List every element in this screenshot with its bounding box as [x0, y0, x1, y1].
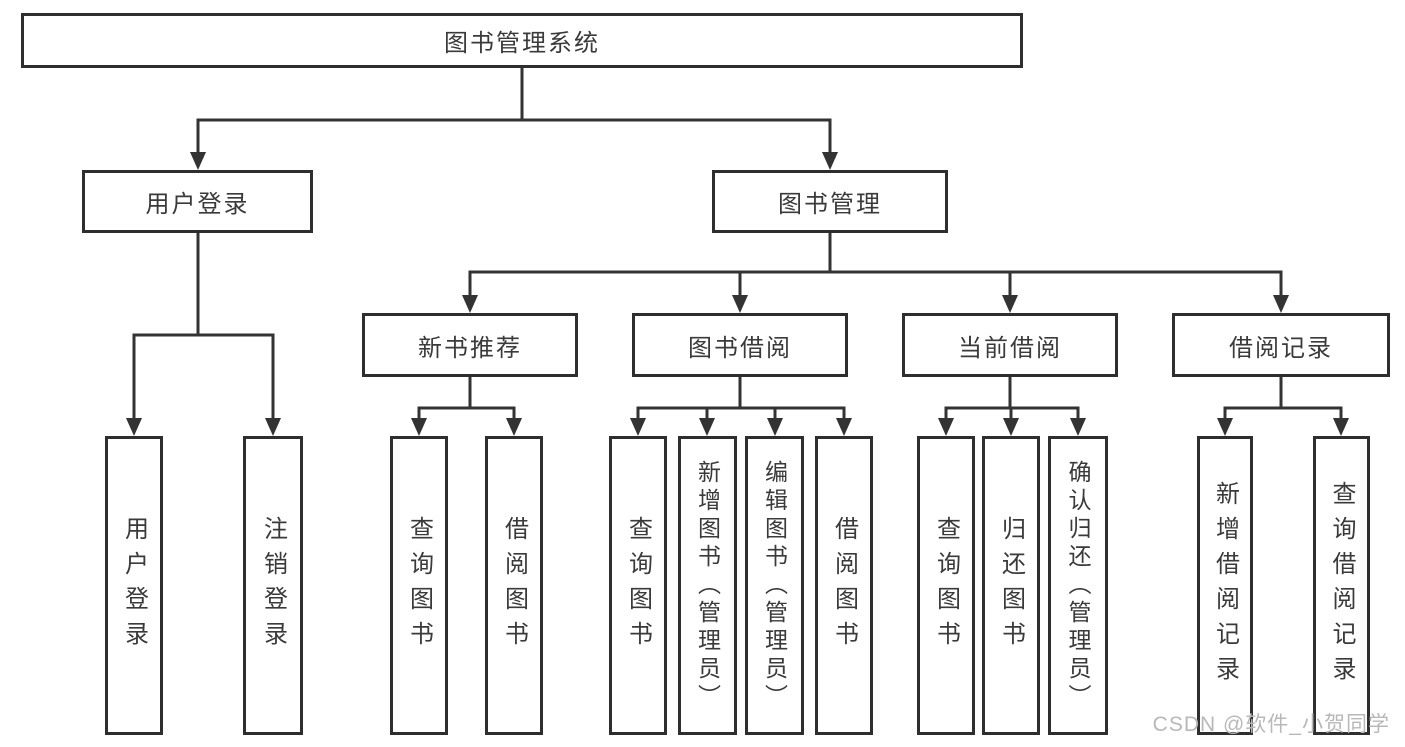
leaf-query-borrow-record: 查询借阅记录: [1313, 436, 1370, 735]
leaf-query-book-current: 查询图书: [917, 436, 975, 735]
leaf-user-login-label: 用户登录: [120, 515, 148, 656]
node-book-management-label: 图书管理: [778, 191, 882, 218]
leaf-query-book-recommend: 查询图书: [390, 436, 448, 735]
node-borrowing-records: 借阅记录: [1172, 313, 1390, 377]
leaf-add-book-admin: 新增图书（管理员）: [678, 436, 737, 735]
node-current-borrowing: 当前借阅: [902, 313, 1118, 377]
leaf-query-borrow-record-label: 查询借阅记录: [1328, 480, 1355, 691]
leaf-borrow-book-recommend: 借阅图书: [485, 436, 543, 735]
leaf-borrow-book-label: 借阅图书: [830, 515, 858, 656]
leaf-logout-label: 注销登录: [259, 515, 287, 656]
node-root: 图书管理系统: [21, 13, 1023, 68]
leaf-logout: 注销登录: [243, 436, 303, 735]
leaf-borrow-book: 借阅图书: [815, 436, 873, 735]
connector-lines: [132, 66, 1343, 424]
leaf-borrow-book-recommend-label: 借阅图书: [500, 515, 528, 656]
leaf-return-book: 归还图书: [982, 436, 1040, 735]
node-user-login: 用户登录: [82, 170, 313, 233]
node-root-label: 图书管理系统: [444, 30, 600, 57]
leaf-return-book-label: 归还图书: [997, 515, 1025, 656]
node-book-borrowing: 图书借阅: [632, 313, 848, 377]
arrowheads: [126, 152, 1349, 436]
leaf-confirm-return-admin: 确认归还（管理员）: [1048, 436, 1108, 735]
csdn-watermark: CSDN @软件_小贺同学: [1152, 713, 1390, 736]
leaf-query-book-borrowing: 查询图书: [609, 436, 667, 735]
leaf-add-borrow-record: 新增借阅记录: [1197, 436, 1253, 735]
node-user-login-label: 用户登录: [145, 191, 250, 218]
node-new-book-recommendation-label: 新书推荐: [418, 334, 522, 362]
leaf-edit-book-admin: 编辑图书（管理员）: [745, 436, 804, 735]
leaf-confirm-return-admin-label: 确认归还（管理员）: [1065, 459, 1091, 712]
node-new-book-recommendation: 新书推荐: [362, 313, 578, 377]
node-book-borrowing-label: 图书借阅: [688, 334, 792, 362]
leaf-query-book-current-label: 查询图书: [932, 515, 960, 656]
node-book-management: 图书管理: [712, 170, 948, 233]
leaf-add-book-admin-label: 新增图书（管理员）: [694, 459, 721, 712]
node-current-borrowing-label: 当前借阅: [958, 334, 1062, 362]
node-borrowing-records-label: 借阅记录: [1229, 334, 1333, 362]
leaf-query-book-borrowing-label: 查询图书: [624, 515, 652, 656]
leaf-add-borrow-record-label: 新增借阅记录: [1211, 480, 1239, 691]
leaf-user-login: 用户登录: [105, 436, 163, 735]
leaf-query-book-recommend-label: 查询图书: [405, 515, 433, 656]
leaf-edit-book-admin-label: 编辑图书（管理员）: [761, 459, 788, 712]
